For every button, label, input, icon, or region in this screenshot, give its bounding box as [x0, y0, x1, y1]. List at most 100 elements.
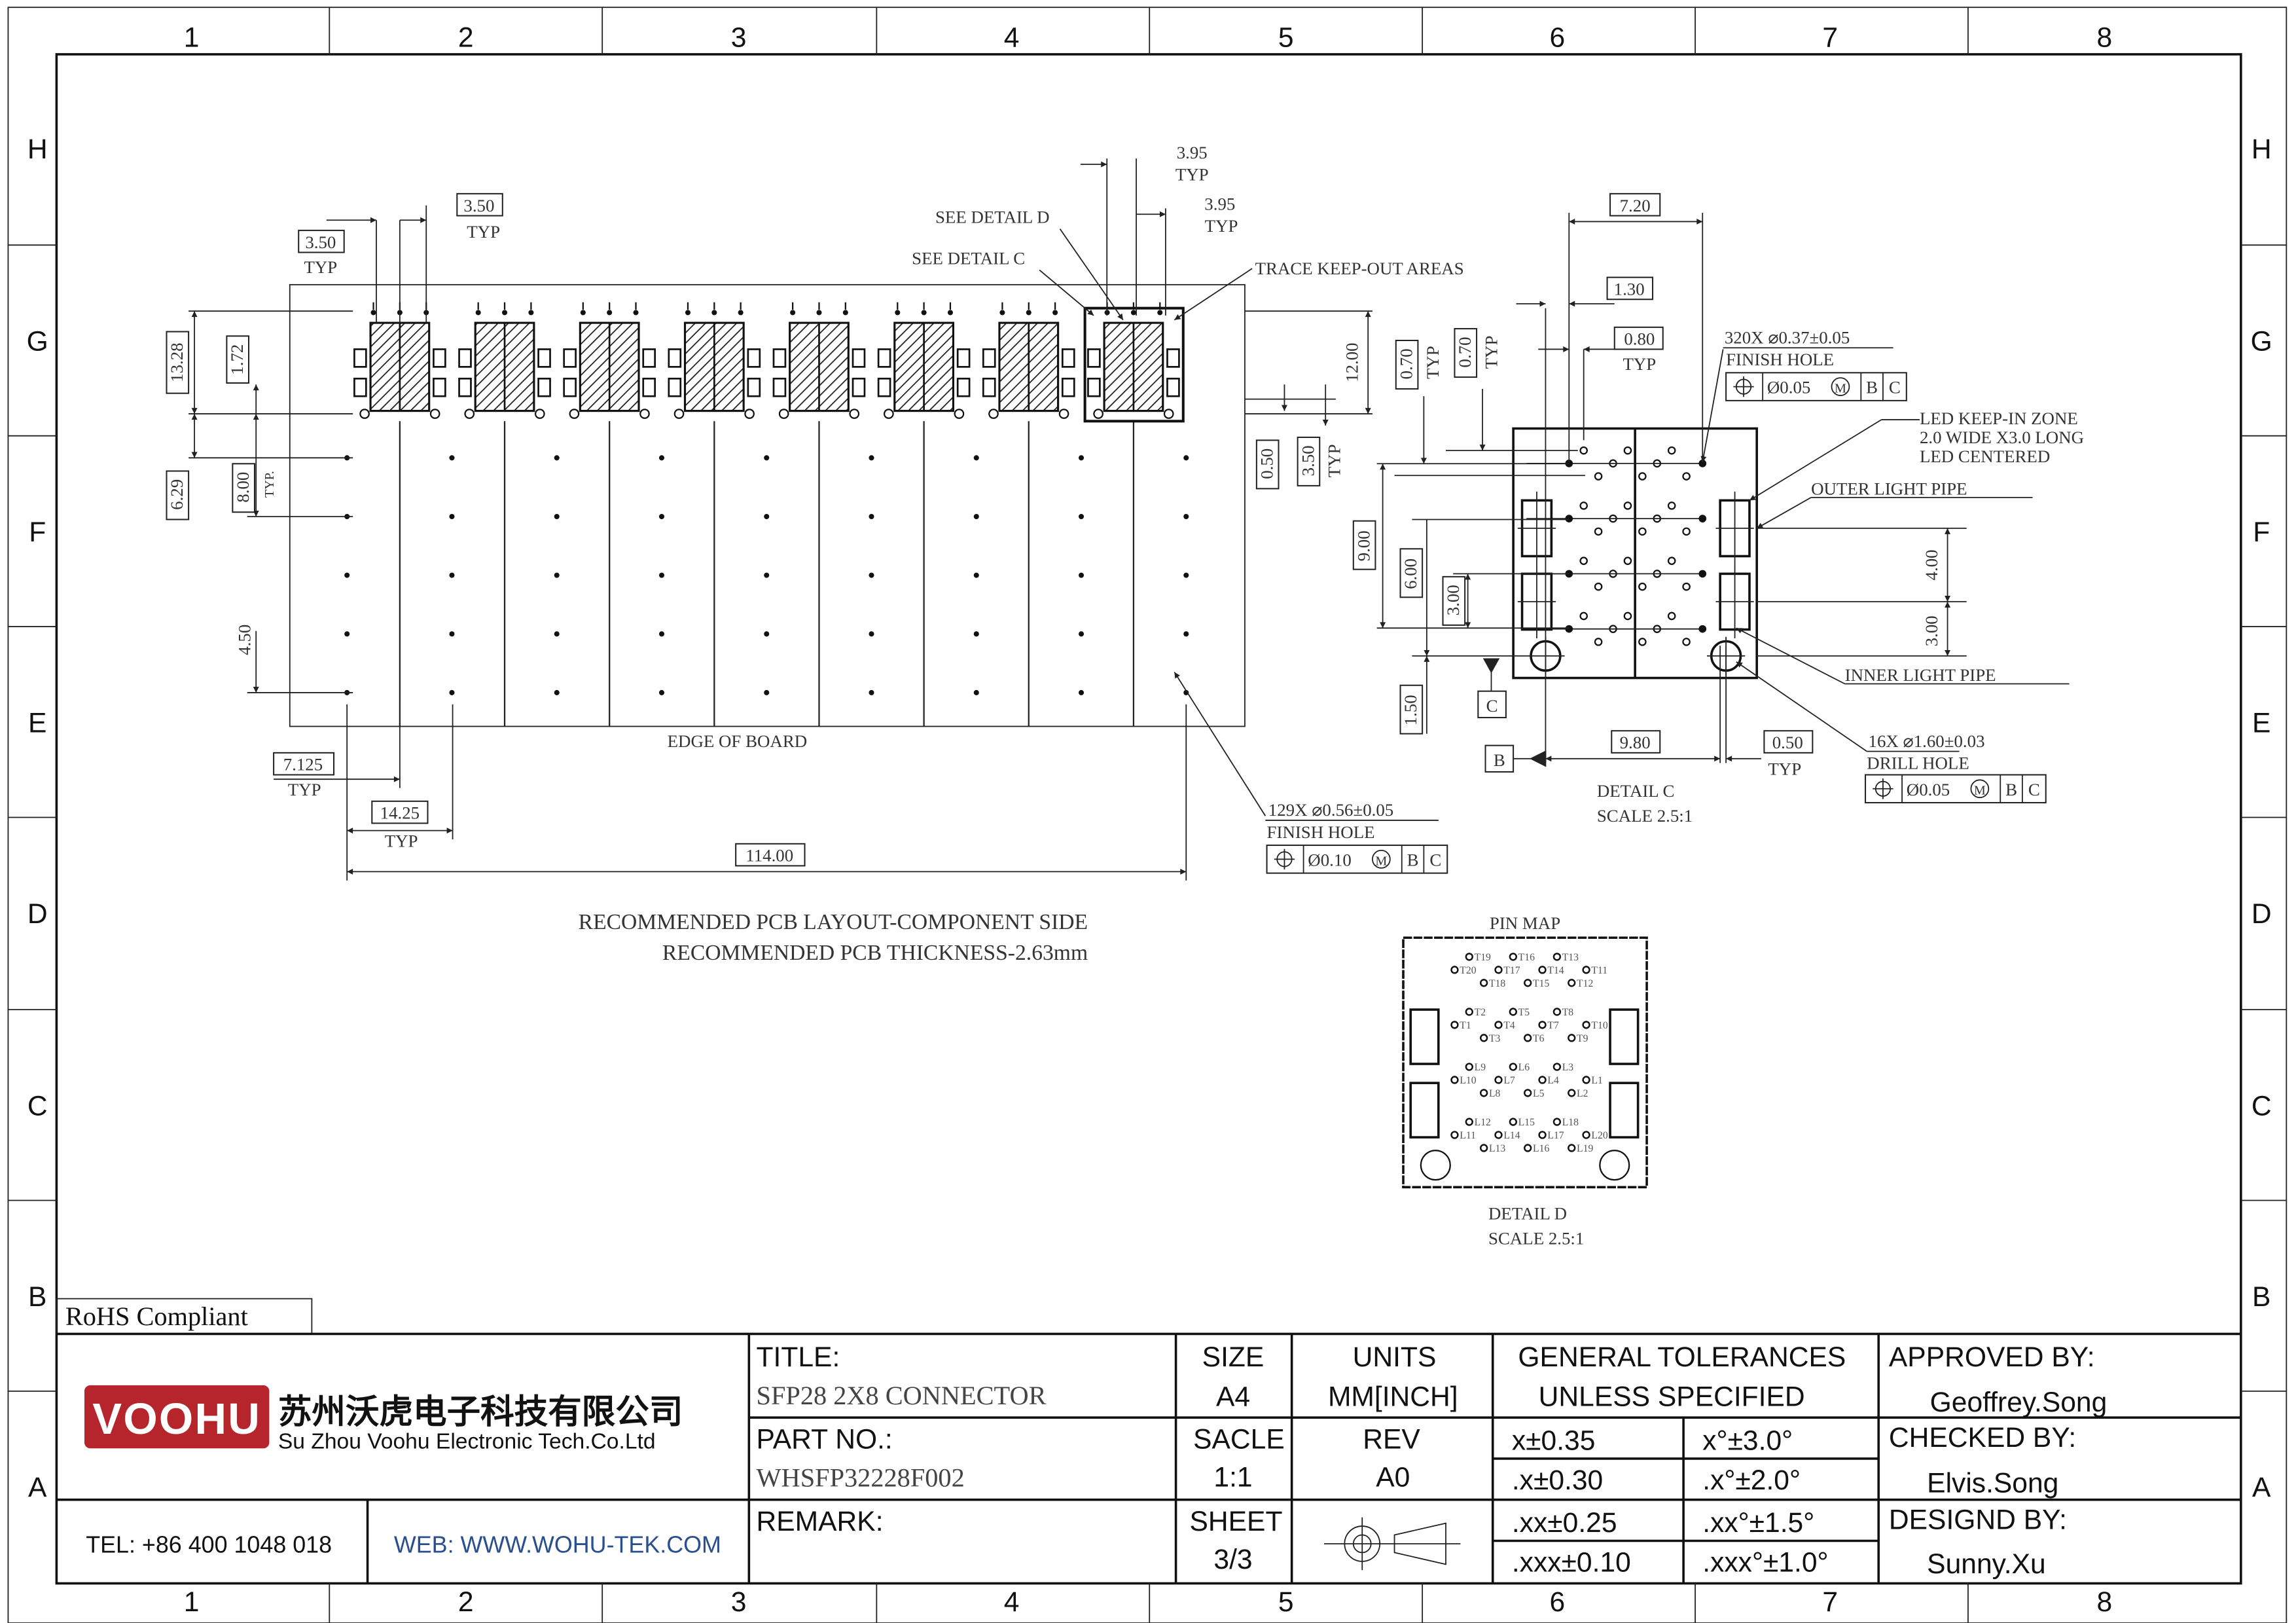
pin	[1568, 1034, 1576, 1042]
dim-6-29: 6.29	[167, 479, 187, 510]
zone-column-label: 5	[1278, 1586, 1294, 1618]
press-fit-hole	[554, 513, 560, 520]
via	[790, 310, 796, 316]
zone-row-label: H	[2251, 134, 2272, 165]
pin-label: L1	[1591, 1075, 1602, 1086]
zone-column-label: 7	[1822, 1586, 1838, 1618]
pad	[642, 348, 656, 368]
pad	[458, 377, 472, 397]
via	[607, 310, 613, 316]
led-zone-note: LED KEEP-IN ZONE	[1920, 409, 2078, 428]
via	[370, 310, 376, 316]
press-fit-hole	[1183, 455, 1189, 461]
pin-label: L15	[1518, 1117, 1535, 1128]
rev-label: REV	[1363, 1423, 1420, 1455]
pin-label: L5	[1533, 1088, 1545, 1099]
pad	[772, 377, 787, 397]
finish-hole	[1594, 582, 1603, 591]
dim-typ-label: TYP	[1175, 165, 1209, 185]
datum-c-label: C	[1486, 696, 1498, 716]
linear-tolerance: x±0.35	[1512, 1425, 1596, 1457]
zone-column-label: 1	[184, 1586, 200, 1618]
position-icon	[1274, 848, 1295, 870]
press-fit-hole	[449, 689, 455, 695]
pin-label: T3	[1489, 1033, 1501, 1044]
finish-hole	[1623, 446, 1632, 455]
mounting-hole	[954, 409, 965, 419]
press-fit-hole	[973, 689, 979, 695]
note-pcb-thickness: RECOMMENDED PCB THICKNESS-2.63mm	[662, 941, 1088, 965]
pin-label: L6	[1518, 1062, 1530, 1073]
zone-column-label: 2	[458, 1586, 474, 1618]
finish-hole	[1682, 638, 1691, 646]
pin-label: T17	[1503, 965, 1520, 976]
max-material-modifier: M	[1375, 854, 1387, 868]
drill-hole-label: DRILL HOLE	[1867, 753, 1969, 773]
fcf-datum-c: C	[1889, 378, 1901, 397]
pad	[1166, 377, 1180, 397]
mounting-hole	[778, 409, 789, 419]
via	[816, 310, 822, 316]
press-fit-hole	[1183, 572, 1189, 578]
finish-hole	[1638, 527, 1647, 536]
dimension-lines	[188, 158, 1439, 881]
zone-column-label: 4	[1004, 1586, 1020, 1618]
position-tolerance-frame: Ø0.10 M B C	[1266, 845, 1448, 874]
zone-row-label: G	[27, 326, 48, 357]
pcb-layout-view: 3.50 TYP 3.50 TYP 3.95 TYP 3.95 TYP SEE …	[166, 143, 1464, 965]
pin	[1450, 1131, 1459, 1139]
pin-label: L2	[1577, 1088, 1588, 1099]
pin	[1582, 1076, 1590, 1084]
telephone: TEL: +86 400 1048 018	[86, 1531, 332, 1558]
fcf-datum-c: C	[1429, 850, 1441, 869]
mounting-hole	[744, 409, 755, 419]
approved-by-label: APPROVED BY:	[1889, 1341, 2095, 1373]
zone-row-label: A	[2252, 1472, 2271, 1503]
board-outline	[289, 283, 1246, 727]
linear-tolerance: .x±0.30	[1512, 1465, 1603, 1496]
via	[999, 310, 1005, 316]
dim-1-30: 1.30	[1614, 280, 1645, 299]
remark-label: REMARK:	[757, 1506, 884, 1537]
via	[1157, 310, 1163, 316]
press-fit-hole	[449, 572, 455, 578]
dim-4-50: 4.50	[234, 625, 254, 655]
pin	[1494, 966, 1503, 974]
pin-label: T9	[1577, 1033, 1588, 1044]
pin-label: L12	[1475, 1117, 1491, 1128]
finish-hole	[1638, 472, 1647, 481]
pad	[1166, 348, 1180, 368]
pin	[1524, 1144, 1532, 1152]
pin	[1538, 966, 1547, 974]
pin	[1524, 1034, 1532, 1042]
zone-column-label: 2	[458, 22, 474, 54]
dim-typ-label: TYP.	[262, 471, 277, 498]
pin-label: T14	[1547, 965, 1564, 976]
pin-label: T5	[1518, 1007, 1530, 1018]
drill-hole-callout: 16X ⌀1.60±0.03	[1869, 731, 1985, 751]
pin	[1538, 1021, 1547, 1029]
dim-9-80: 9.80	[1620, 733, 1651, 752]
pin-label: L20	[1591, 1130, 1607, 1141]
datum-hole	[1565, 625, 1573, 633]
pin-label: T4	[1503, 1020, 1515, 1031]
zone-row-label: C	[2251, 1090, 2272, 1122]
press-fit-hole	[658, 455, 665, 461]
fcf-datum-b: B	[1866, 378, 1878, 397]
press-fit-hole	[344, 572, 350, 578]
company-name-cn: 苏州沃虎电子科技有限公司	[278, 1393, 683, 1432]
website-link[interactable]: WEB: WWW.WOHU-TEK.COM	[394, 1531, 721, 1558]
via	[947, 310, 954, 316]
pad	[353, 348, 367, 368]
pin	[1552, 953, 1562, 961]
units-label: UNITS	[1353, 1341, 1437, 1373]
dim-typ-label: TYP	[1768, 759, 1801, 778]
dim-pitch-left: 3.50	[305, 232, 336, 252]
mounting-hole	[1058, 409, 1069, 419]
detail-c-view: 7.20 1.30 0.80 TYP 0.70 TYP 0.70 TYP 9.0…	[1352, 192, 2084, 826]
press-fit-hole	[554, 631, 560, 637]
pad	[956, 377, 971, 397]
